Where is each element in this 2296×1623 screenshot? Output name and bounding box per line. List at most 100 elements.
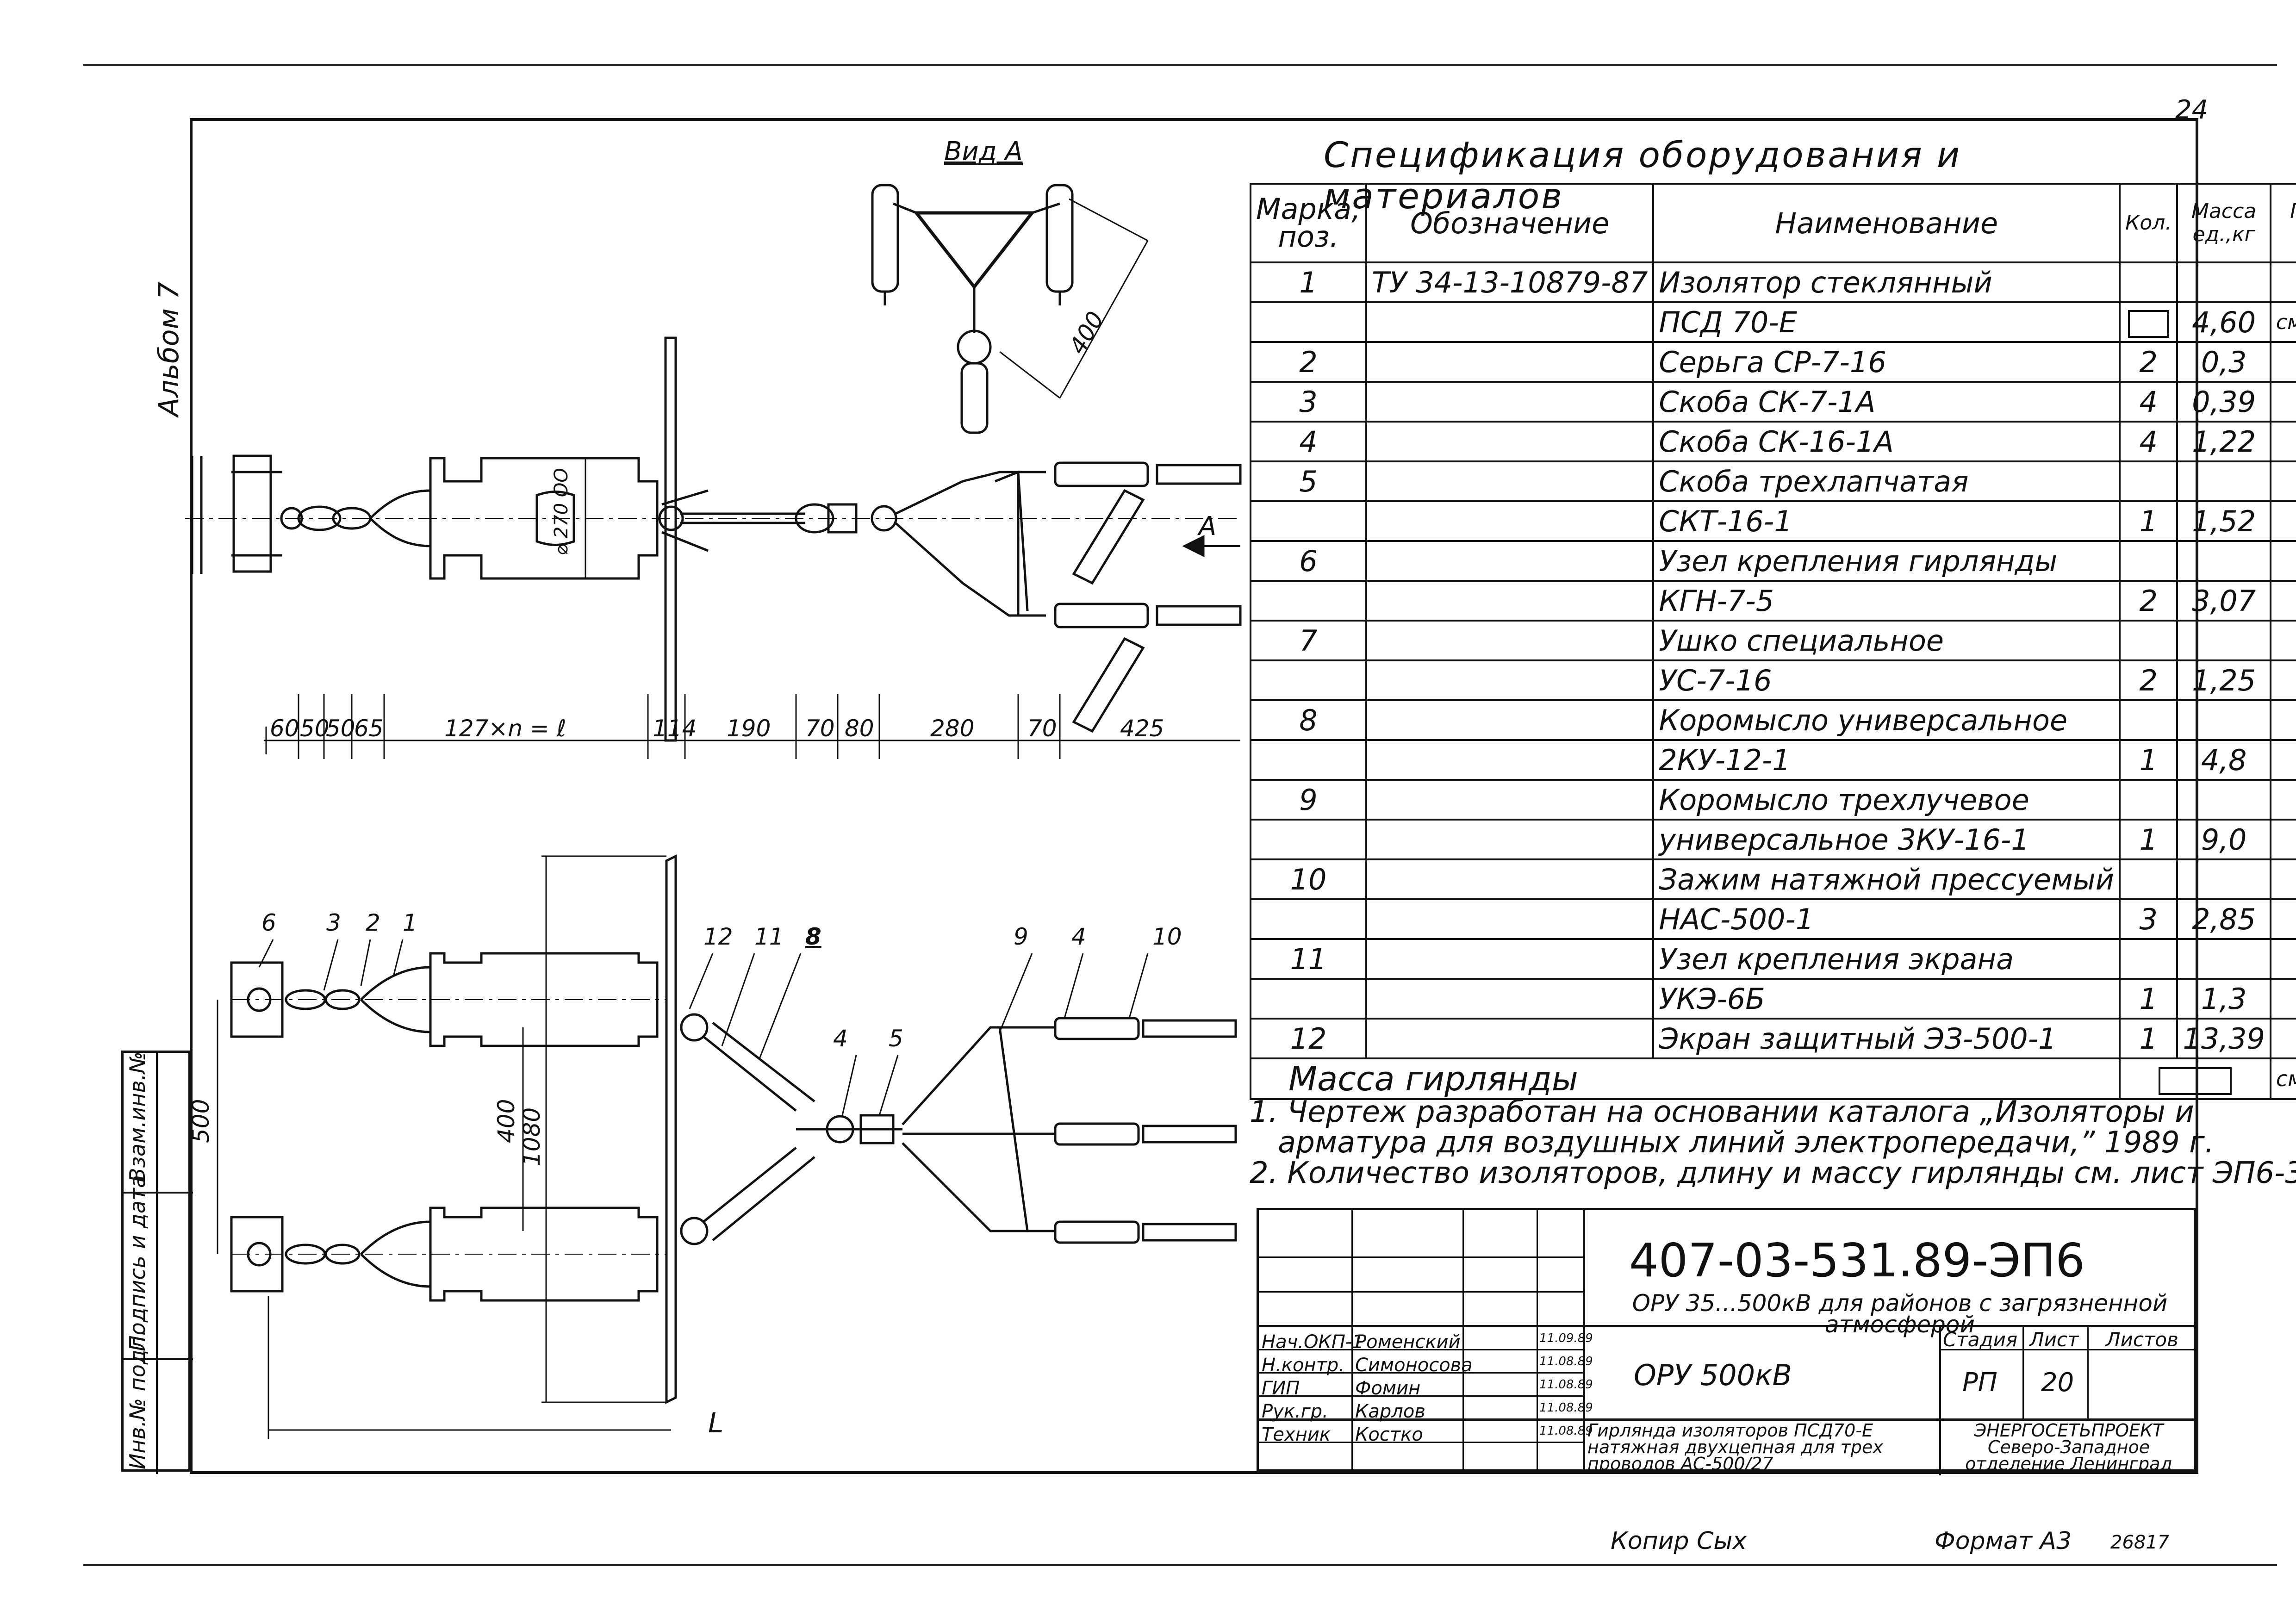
staff-name: Костко (1355, 1424, 1423, 1445)
spec-cell-designation (1365, 500, 1655, 542)
header-mark: Марка, поз. (1250, 183, 1367, 263)
dim-400: 400 (493, 1099, 520, 1143)
spec-cell-designation (1365, 421, 1655, 462)
spec-cell-designation (1365, 699, 1655, 741)
spec-cell-mass (2176, 938, 2271, 980)
note-2: 2. Количество изоляторов, длину и массу … (1250, 1156, 2296, 1190)
spec-cell-note: см.указ.2 (2269, 301, 2296, 343)
spec-cell-name: Скоба СК-16-1А (1652, 421, 2121, 462)
spec-cell-designation (1365, 540, 1655, 582)
spec-cell-note (2269, 898, 2296, 940)
spec-cell-mass: 1,52 (2176, 500, 2271, 542)
footer-number: 26817 (2110, 1532, 2170, 1553)
spec-cell-designation (1365, 819, 1655, 860)
spec-cell-mass (2176, 261, 2271, 303)
spec-cell-mark (1250, 819, 1367, 860)
spec-cell-designation (1365, 858, 1655, 900)
callout-10: 10 (1152, 923, 1182, 950)
spec-cell-mark (1250, 739, 1367, 781)
spec-cell-qty (2119, 938, 2178, 980)
spec-cell-qty: 2 (2119, 341, 2178, 383)
spec-cell-name: Серьга СР-7-16 (1652, 341, 2121, 383)
approval-stamp (121, 1051, 193, 1474)
sheets-label: Листов (2106, 1328, 2178, 1351)
header-qty: Кол. (2119, 183, 2178, 263)
spec-cell-note (2269, 858, 2296, 900)
dim-190: 190 (727, 715, 771, 742)
spec-cell-mark: 3 (1250, 381, 1367, 423)
spec-cell-qty: 1 (2119, 819, 2178, 860)
sheet-corner-number: 24 (2175, 95, 2209, 125)
spec-cell-note (2269, 460, 2296, 502)
spec-cell-mark: 9 (1250, 779, 1367, 821)
spec-cell-name: СКТ-16-1 (1652, 500, 2121, 542)
title-block: 407-03-531.89-ЭП6 ОРУ 35...500кВ для рай… (1257, 1208, 2198, 1475)
spec-cell-mark (1250, 580, 1367, 622)
spec-cell-qty (2119, 261, 2178, 303)
spec-cell-note (2269, 1018, 2296, 1059)
spec-cell-designation (1365, 580, 1655, 622)
spec-cell-mark: 5 (1250, 460, 1367, 502)
spec-cell-mark (1250, 978, 1367, 1020)
spec-cell-note (2269, 261, 2296, 303)
spec-cell-note (2269, 938, 2296, 980)
dim-insulator-length: 127×n = ℓ (444, 715, 566, 742)
stamp-signature-label: Подпись и дата (125, 1175, 150, 1351)
callout-12: 12 (703, 923, 733, 950)
staff-role: Н.контр. (1262, 1355, 1344, 1376)
dim-70b: 70 (1027, 715, 1057, 742)
spec-cell-qty: 2 (2119, 659, 2178, 701)
spec-cell-mark: 10 (1250, 858, 1367, 900)
spec-cell-qty (2119, 301, 2178, 343)
spec-cell-name: Узел крепления экрана (1652, 938, 2121, 980)
spec-cell-mark: 11 (1250, 938, 1367, 980)
spec-cell-name: Коромысло универсальное (1652, 699, 2121, 741)
spec-cell-qty: 1 (2119, 978, 2178, 1020)
staff-role: Нач.ОКП-1 (1262, 1331, 1364, 1353)
spec-cell-qty: 1 (2119, 500, 2178, 542)
spec-cell-mark: 6 (1250, 540, 1367, 582)
drawing-title: Гирлянда изоляторов ПСД70-Е натяжная дву… (1587, 1420, 1883, 1474)
spec-cell-name: Изолятор стеклянный (1652, 261, 2121, 303)
callout-3: 3 (326, 909, 341, 936)
spec-cell-note (2269, 540, 2296, 582)
total-label: Масса гирлянды (1249, 1057, 2121, 1100)
spec-cell-name: универсальное 3КУ-16-1 (1652, 819, 2121, 860)
spec-cell-designation (1365, 779, 1655, 821)
staff-name: Карлов (1355, 1401, 1425, 1422)
spec-cell-designation (1365, 460, 1655, 502)
callout-4b: 4 (833, 1025, 848, 1052)
spec-cell-name: УКЭ-6Б (1652, 978, 2121, 1020)
spec-cell-note (2269, 978, 2296, 1020)
dim-70a: 70 (805, 715, 835, 742)
spec-row: 11 Узел крепления экрана (1250, 938, 2296, 980)
spec-cell-name: НАС-500-1 (1652, 898, 2121, 940)
spec-cell-mass: 1,22 (2176, 421, 2271, 462)
spec-cell-designation (1365, 1018, 1655, 1059)
spec-cell-mass (2176, 620, 2271, 661)
spec-cell-mass: 2,85 (2176, 898, 2271, 940)
staff-role: Рук.гр. (1262, 1401, 1328, 1422)
spec-cell-qty (2119, 858, 2178, 900)
header-designation: Обозначение (1365, 183, 1655, 263)
spec-cell-note (2269, 659, 2296, 701)
callout-5: 5 (889, 1025, 903, 1052)
spec-cell-note (2269, 739, 2296, 781)
staff-date: 11.09.89 (1539, 1331, 1593, 1345)
staff-name: Фомин (1355, 1378, 1421, 1399)
spec-cell-mass: 3,07 (2176, 580, 2271, 622)
spec-cell-name: 2КУ-12-1 (1652, 739, 2121, 781)
spec-cell-designation (1365, 381, 1655, 423)
staff-date: 11.08.89 (1539, 1378, 1593, 1392)
view-a-detail (871, 163, 1149, 434)
bottom-view-assembly (217, 854, 1237, 1439)
spec-cell-qty: 2 (2119, 580, 2178, 622)
object-name: ОРУ 500кВ (1634, 1358, 1792, 1392)
stamp-replace-label: Взам.инв.№ (125, 1051, 150, 1182)
